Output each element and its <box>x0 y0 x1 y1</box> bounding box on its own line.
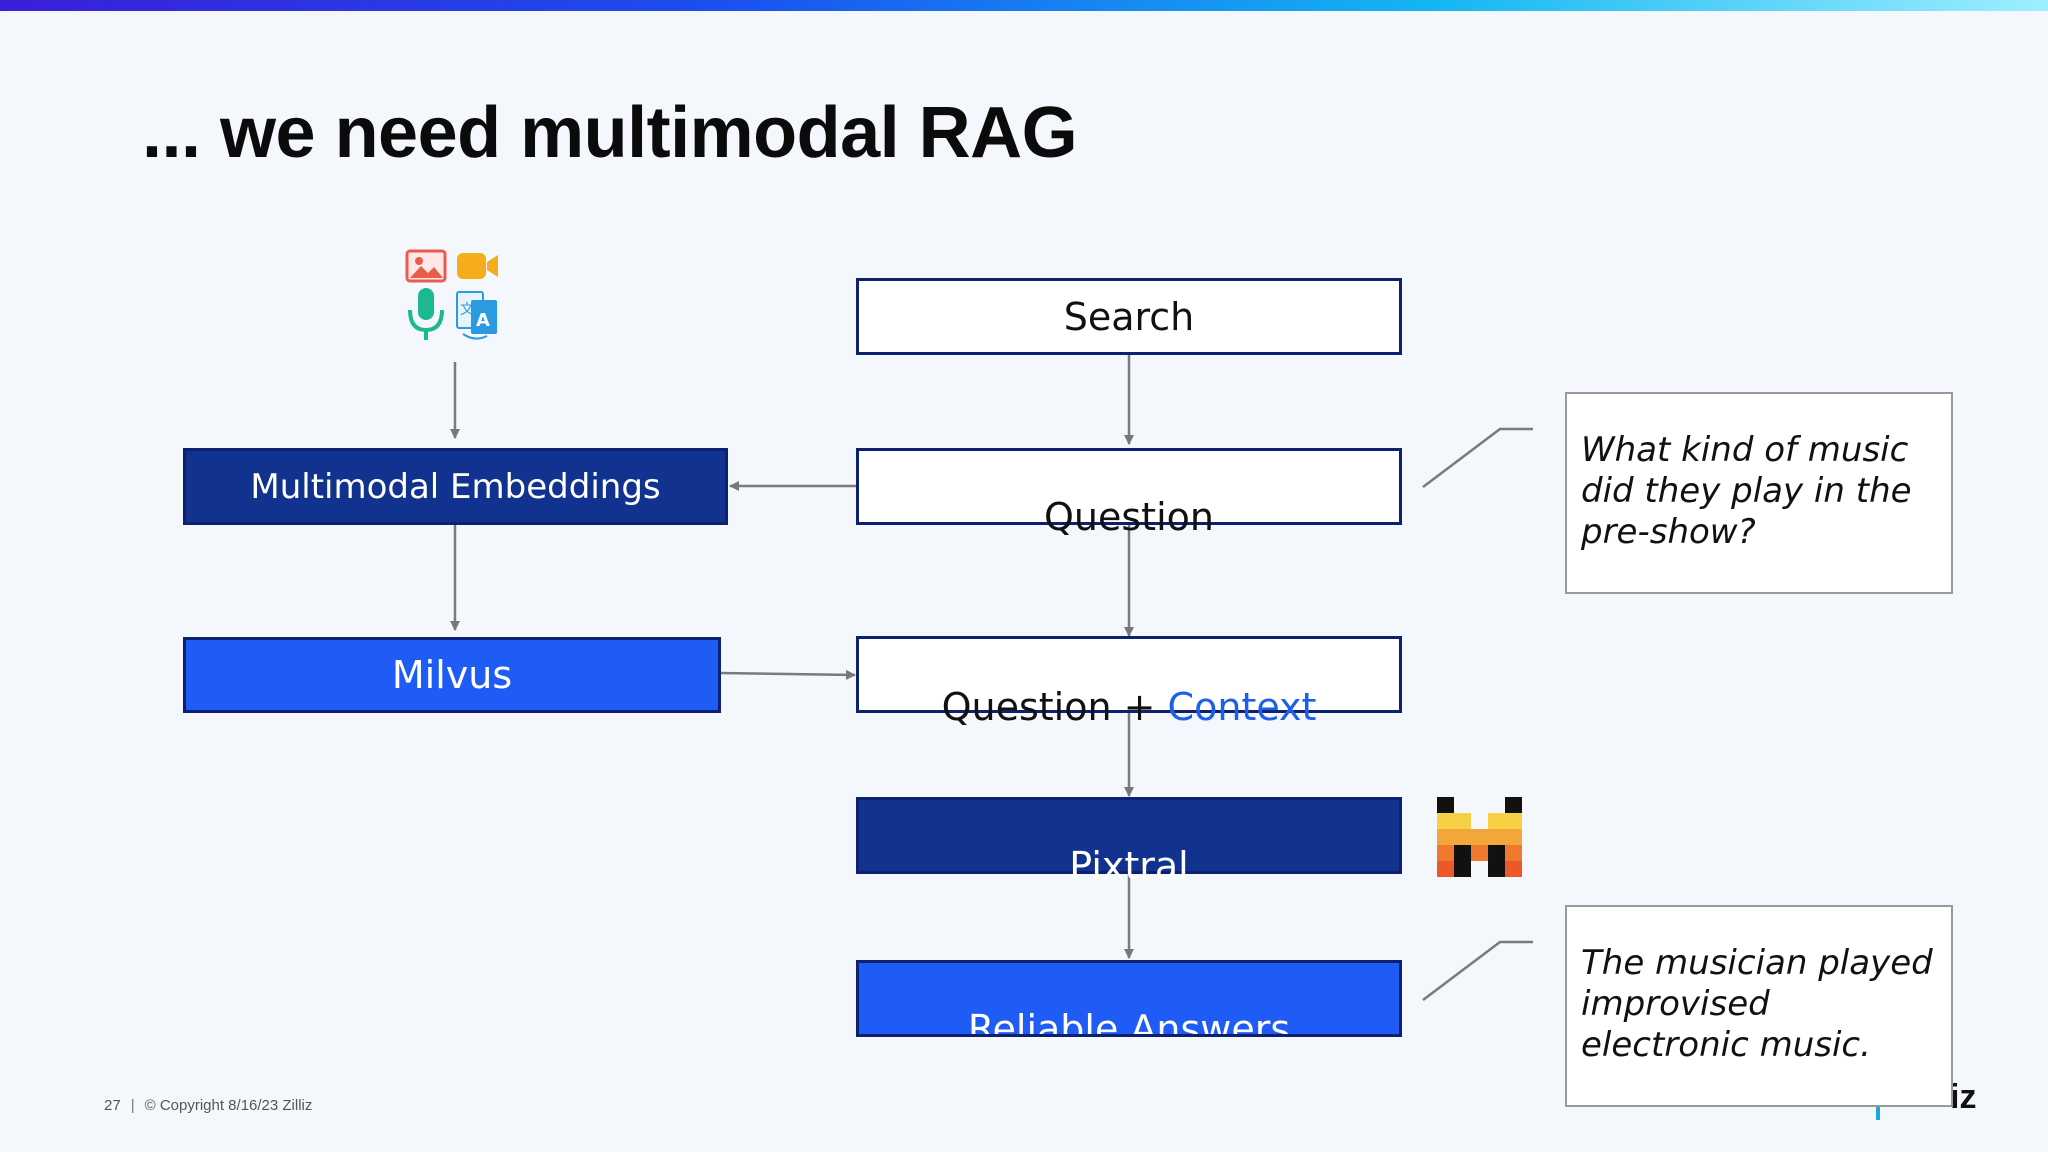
mistral-logo-icon <box>1437 797 1522 877</box>
question-label: Question <box>1044 495 1214 539</box>
search-box: Search <box>856 278 1402 355</box>
top-gradient-bar <box>0 0 2048 11</box>
brand-logo-text: iz <box>1950 1078 1977 1116</box>
multimodal-embeddings-box: Multimodal Embeddings <box>183 448 728 525</box>
video-camera-icon <box>457 253 498 279</box>
question-example-text: What kind of music did they play in the … <box>1581 430 1912 552</box>
microphone-icon <box>408 288 444 340</box>
pixtral-box: Pixtral <box>856 797 1402 888</box>
reliable-answers-label: Reliable Answers <box>967 1007 1291 1037</box>
answer-example-text: The musician played improvised electroni… <box>1581 943 1933 1065</box>
question-box: Question <box>856 448 1402 539</box>
milvus-box: Milvus <box>183 637 721 713</box>
search-label: Search <box>1063 294 1195 339</box>
question-example-callout: What kind of music did they play in the … <box>1565 392 1953 594</box>
callout-pointer-answer <box>1422 940 1533 1001</box>
footer-separator: | <box>130 1097 135 1114</box>
callout-pointer-question <box>1422 427 1533 488</box>
slide-title: ... we need multimodal RAG <box>142 93 1078 173</box>
context-text: Context <box>1167 685 1317 729</box>
milvus-label: Milvus <box>391 653 513 697</box>
slide-footer: 27 | © Copyright 8/16/23 Zilliz <box>104 1097 312 1114</box>
question-plus-text: Question + <box>941 685 1168 729</box>
svg-text:文: 文 <box>460 302 474 318</box>
image-icon <box>405 249 447 283</box>
arrow-milvus-to-context <box>718 669 856 680</box>
question-context-label: Question + Context <box>859 685 1399 729</box>
reliable-answers-box: Reliable Answers <box>856 960 1402 1037</box>
answer-example-callout: The musician played improvised electroni… <box>1565 905 1953 1107</box>
pixtral-label: Pixtral <box>1069 844 1189 888</box>
multimodal-embeddings-label: Multimodal Embeddings <box>250 466 661 507</box>
translate-icon: 文 A <box>456 291 497 340</box>
copyright-text: © Copyright 8/16/23 Zilliz <box>144 1097 313 1114</box>
question-context-box: Question + Context <box>856 636 1402 729</box>
page-number: 27 <box>104 1097 121 1114</box>
svg-text:A: A <box>476 310 490 331</box>
